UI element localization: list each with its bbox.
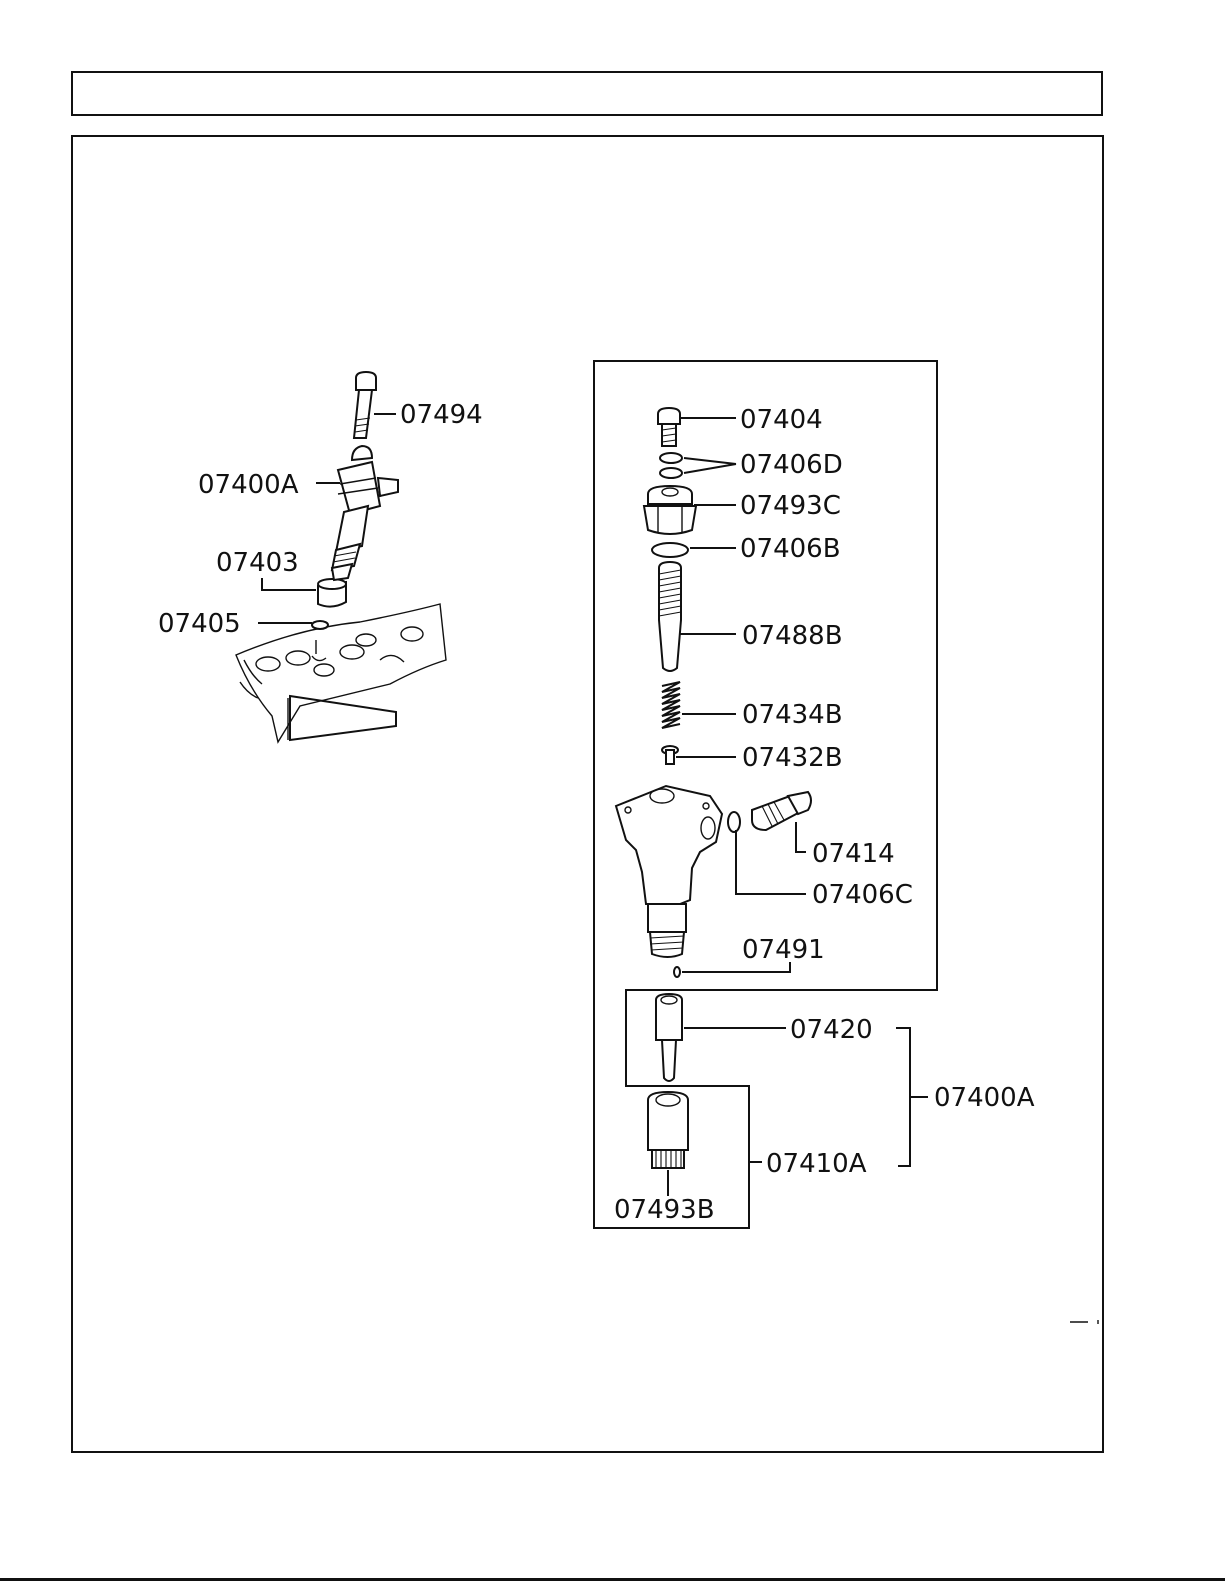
part-07434B-drawing: [662, 682, 680, 728]
part-07410A-drawing: [648, 1092, 688, 1168]
callout-07491: 07491: [742, 935, 825, 965]
callout-07434B: 07434B: [742, 700, 843, 730]
part-07406D-lower-drawing: [660, 468, 682, 478]
callout-07488B: 07488B: [742, 621, 843, 651]
part-07406D-upper-drawing: [660, 453, 682, 463]
callout-07400A-right: 07400A: [934, 1083, 1035, 1113]
edge-mark: [1070, 1320, 1098, 1324]
callout-07406C: 07406C: [812, 880, 913, 910]
cylinder-head-drawing: [236, 604, 446, 742]
part-07406C-drawing: [728, 812, 740, 832]
callout-07406D: 07406D: [740, 450, 843, 480]
part-07488B-drawing: [659, 562, 681, 671]
part-07406B-drawing: [652, 543, 688, 557]
part-07432B-drawing: [662, 746, 678, 764]
part-07491-drawing: [674, 967, 680, 977]
part-07414-drawing: [752, 792, 811, 830]
bolt-07494-drawing: [354, 372, 376, 438]
callout-07494: 07494: [400, 400, 483, 430]
callout-07493B: 07493B: [614, 1195, 715, 1225]
callout-07405: 07405: [158, 609, 241, 639]
part-07404-drawing: [658, 408, 680, 446]
injector-installed-drawing: [332, 446, 398, 580]
callout-07403: 07403: [216, 548, 299, 578]
left-assembly-view: 07494 07400A 07403 07405: [158, 372, 483, 742]
callout-07406B: 07406B: [740, 534, 841, 564]
callout-07432B: 07432B: [742, 743, 843, 773]
callout-07414: 07414: [812, 839, 895, 869]
sleeve-07403-drawing: [318, 579, 346, 607]
callout-07400A-left: 07400A: [198, 470, 299, 500]
part-07493C-drawing: [644, 486, 696, 534]
washer-07405-drawing: [312, 621, 328, 629]
callout-07410A: 07410A: [766, 1149, 867, 1179]
callout-07420: 07420: [790, 1015, 873, 1045]
part-07420-drawing: [656, 994, 682, 1081]
right-exploded-view: 07404 07406D 07493C 07406B 07488B 07434B…: [594, 361, 1035, 1228]
nozzle-holder-body-drawing: [616, 786, 722, 957]
callout-07493C: 07493C: [740, 491, 841, 521]
callout-07404: 07404: [740, 405, 823, 435]
